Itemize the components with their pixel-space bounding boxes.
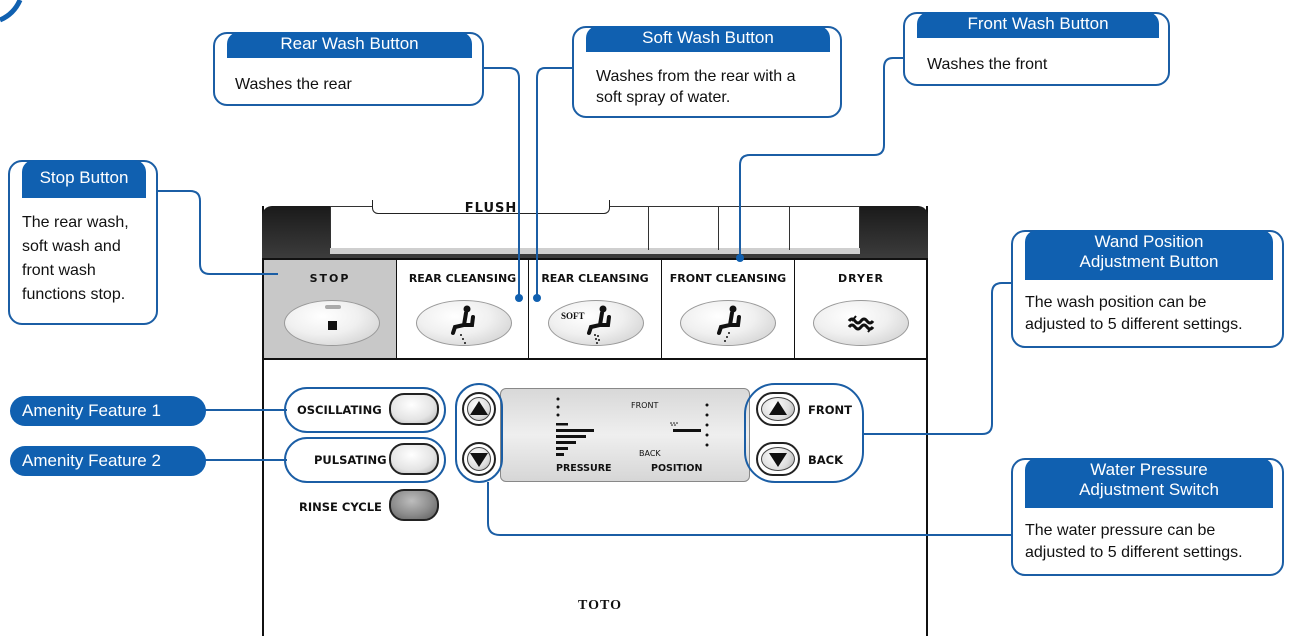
person-seated-front-icon [717,305,741,342]
callout-rear-wash: Rear Wash Button Washes the rear [213,32,484,106]
rinse-cycle-label: RINSE CYCLE [299,500,382,514]
control-panel [262,206,928,636]
soft-rear-cleansing-label: REAR CLEANSING [541,272,649,285]
callout-front-wash-body: Washes the front [927,56,1048,73]
person-seated-icon [451,305,475,344]
button-row [262,258,928,360]
back-label: BACK [808,453,844,467]
flush-window-base [330,248,860,254]
callout-wand-position-body-2: adjusted to 5 different settings. [1025,316,1243,333]
front-cleansing-label: FRONT CLEANSING [669,272,787,285]
callout-water-pressure-title-2: Adjustment Switch [1079,480,1219,499]
down-arrow-icon [470,453,488,467]
rinse-cycle-button[interactable] [389,489,439,521]
callout-wand-position-title-1: Wand Position [1094,232,1204,251]
flush-label: FLUSH [464,201,518,214]
callout-water-pressure-title-1: Water Pressure [1090,460,1208,479]
amenity-feature-1-label: Amenity Feature 1 [10,396,206,426]
brand-logo: TOTO [578,598,622,613]
callout-wand-position-title: Wand Position Adjustment Button [1025,230,1273,280]
front-cleansing-button[interactable] [680,300,776,346]
callout-stop: Stop Button The rear wash, soft wash and… [8,160,158,325]
dryer-wave-icon [847,315,875,333]
callout-stop-body-4: functions stop. [22,286,126,303]
callout-front-wash-title: Front Wash Button [917,12,1159,38]
display-graphics [556,397,709,456]
rear-cleansing-label: REAR CLEANSING [408,272,517,285]
display-back-label: BACK [639,449,661,458]
soft-wash-button[interactable]: SOFT [548,300,644,346]
callout-soft-wash-title: Soft Wash Button [586,26,830,52]
corner-arc-decoration [0,0,23,23]
callout-stop-body-1: The rear wash, [22,214,129,231]
callout-rear-wash-title: Rear Wash Button [227,32,472,58]
callout-rear-wash-body: Washes the rear [235,76,352,93]
pressure-label: PRESSURE [556,463,612,474]
pulsating-label: PULSATING [314,453,387,467]
position-label: POSITION [651,463,703,474]
callout-wand-position: Wand Position Adjustment Button The wash… [1011,230,1284,348]
callout-soft-wash-body-2: soft spray of water. [596,89,731,106]
oscillating-button[interactable] [389,393,439,425]
pressure-down-button[interactable] [462,442,496,476]
pulsating-button[interactable] [389,443,439,475]
down-arrow-icon [769,453,787,467]
soft-badge: SOFT [561,311,585,321]
flush-window-divider-2 [718,206,719,250]
callout-wand-position-title-2: Adjustment Button [1079,252,1219,271]
flush-label-box [372,200,610,214]
callout-soft-wash: Soft Wash Button Washes from the rear wi… [572,26,842,118]
pressure-up-button[interactable] [462,392,496,426]
callout-water-pressure-body-1: The water pressure can be [1025,522,1216,539]
callout-water-pressure: Water Pressure Adjustment Switch The wat… [1011,458,1284,576]
stop-button[interactable] [284,300,380,346]
dryer-label: DRYER [838,272,884,285]
display-front-label: FRONT [631,401,659,410]
callout-water-pressure-body-2: adjusted to 5 different settings. [1025,544,1243,561]
stop-label: STOP [309,272,351,285]
person-seated-soft-icon [587,305,611,344]
callout-wand-position-body-1: The wash position can be [1025,294,1207,311]
status-display: FRONT BACK PRESSURE POSITION [500,388,750,482]
stop-indicator-light [325,305,341,309]
flush-window-divider-1 [648,206,649,250]
dryer-button[interactable] [813,300,909,346]
up-arrow-icon [769,401,787,415]
cell-divider-2 [528,260,529,358]
callout-stop-body-3: front wash [22,262,96,279]
up-arrow-icon [470,401,488,415]
callout-water-pressure-title: Water Pressure Adjustment Switch [1025,458,1273,508]
callout-stop-title: Stop Button [22,160,146,198]
callout-front-wash: Front Wash Button Washes the front [903,12,1170,86]
callout-stop-body-2: soft wash and [22,238,121,255]
amenity-feature-2-label: Amenity Feature 2 [10,446,206,476]
callout-soft-wash-body-1: Washes from the rear with a [596,68,796,85]
cell-divider-4 [794,260,795,358]
rear-cleansing-button[interactable] [416,300,512,346]
wand-back-button[interactable] [756,442,800,476]
stop-square-icon [328,321,337,330]
flush-window-divider-3 [789,206,790,250]
front-label: FRONT [808,403,852,417]
cell-divider-1 [396,260,397,358]
cell-divider-3 [661,260,662,358]
wand-front-button[interactable] [756,392,800,426]
oscillating-label: OSCILLATING [297,403,382,417]
